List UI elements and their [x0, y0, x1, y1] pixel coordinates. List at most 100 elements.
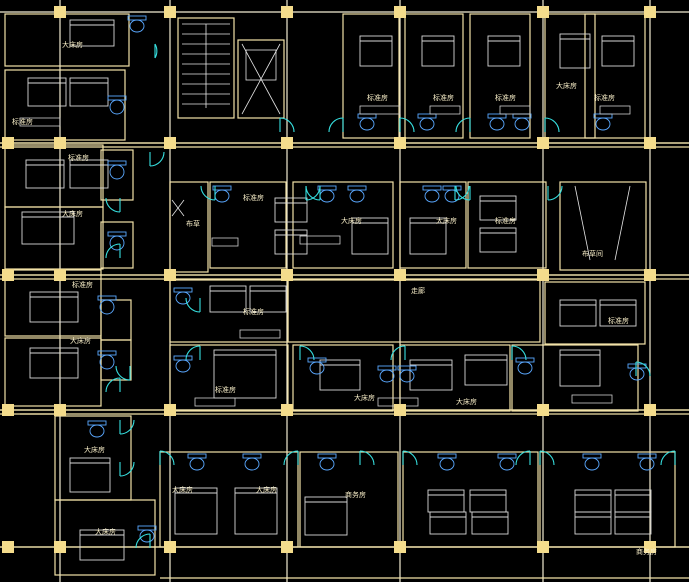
toilet-tank	[87, 420, 107, 426]
desk	[429, 105, 461, 115]
structural-column	[281, 137, 293, 149]
bed	[274, 197, 308, 223]
room-wall	[4, 206, 104, 270]
room-wall	[544, 13, 596, 139]
door-swing-arc	[544, 117, 560, 133]
bed	[304, 496, 348, 536]
structural-column	[281, 269, 293, 281]
toilet-fixture	[514, 117, 530, 131]
structural-column	[164, 404, 176, 416]
room-label: 走廊	[411, 286, 425, 295]
toilet-fixture	[109, 99, 125, 115]
room-wall	[467, 181, 547, 269]
desk	[211, 237, 239, 247]
room-label: 标准房	[608, 316, 629, 325]
toilet-fixture	[99, 354, 115, 370]
structural-column	[2, 541, 14, 553]
room-wall	[584, 13, 646, 139]
walls	[0, 13, 689, 579]
bed	[429, 511, 467, 535]
structural-column	[164, 269, 176, 281]
structural-column	[281, 541, 293, 553]
toilet-tank	[593, 113, 613, 119]
desk	[299, 235, 341, 245]
toilet-tank	[173, 355, 193, 361]
toilet-fixture	[89, 424, 105, 438]
bed	[614, 489, 652, 513]
toilet-fixture	[309, 361, 325, 375]
bed	[469, 489, 507, 513]
bed	[79, 529, 125, 561]
bed	[25, 159, 65, 189]
door-swing-arc	[119, 461, 135, 477]
bed	[274, 229, 308, 255]
structural-column	[164, 541, 176, 553]
room-label: 大床房	[354, 393, 375, 402]
bed	[559, 33, 591, 69]
room-label: 标准房	[72, 280, 93, 289]
bed	[249, 285, 287, 313]
toilet-fixture	[175, 359, 191, 373]
room-label: 标准房	[495, 93, 516, 102]
room-wall	[342, 13, 400, 139]
door-swing-arc	[159, 450, 175, 466]
bed	[209, 285, 247, 313]
bed	[559, 299, 597, 327]
toilet-fixture	[189, 457, 205, 471]
structural-column	[644, 404, 656, 416]
desk	[599, 105, 631, 115]
toilet-fixture	[419, 117, 435, 131]
bed	[487, 35, 521, 67]
door-swing-arc	[402, 450, 418, 466]
toilet-tank	[317, 185, 337, 191]
toilet-tank	[497, 453, 517, 459]
bed	[174, 487, 218, 535]
door-swing-arc	[547, 185, 563, 201]
door-swing-arc	[328, 117, 344, 133]
door-swing-arc	[305, 185, 321, 201]
room-wall	[402, 451, 539, 548]
structural-column	[54, 404, 66, 416]
room-wall	[100, 149, 134, 201]
structural-column	[394, 137, 406, 149]
furniture	[19, 15, 657, 561]
toilet-fixture	[639, 457, 655, 471]
structural-column	[537, 137, 549, 149]
desk	[499, 105, 531, 115]
room-wall	[511, 344, 639, 412]
room-label: 标准房	[68, 153, 89, 162]
bed	[29, 347, 79, 379]
toilet-fixture	[399, 369, 415, 383]
room-label: 标准房	[367, 93, 388, 102]
bed	[234, 487, 278, 535]
toilet-fixture	[517, 361, 533, 375]
door-swing-arc	[515, 450, 531, 466]
toilet-tank	[97, 295, 117, 301]
toilet-fixture	[319, 189, 335, 203]
bed	[614, 511, 652, 535]
toilet-fixture	[584, 457, 600, 471]
bed	[427, 489, 465, 513]
toilet-tank	[127, 15, 147, 21]
structural-column	[644, 269, 656, 281]
room-label: 标准房	[433, 93, 454, 102]
structural-column	[54, 137, 66, 149]
door-swing-arc	[283, 450, 299, 466]
room-label: 大床房	[70, 336, 91, 345]
toilet-fixture	[499, 457, 515, 471]
door-swing-arc	[115, 365, 131, 381]
toilet-tank	[512, 113, 532, 119]
toilet-tank	[417, 113, 437, 119]
room-wall	[100, 299, 132, 341]
toilet-tank	[317, 453, 337, 459]
structural-column	[54, 269, 66, 281]
bed	[421, 35, 455, 67]
door-swing-arc	[105, 197, 121, 213]
room-label: 标准房	[12, 117, 33, 126]
bed	[351, 217, 389, 255]
shaft-x	[171, 199, 185, 217]
toilet-tank	[397, 365, 417, 371]
toilet-tank	[347, 185, 367, 191]
toilet-tank	[377, 365, 397, 371]
door-swing-arc	[299, 345, 315, 361]
